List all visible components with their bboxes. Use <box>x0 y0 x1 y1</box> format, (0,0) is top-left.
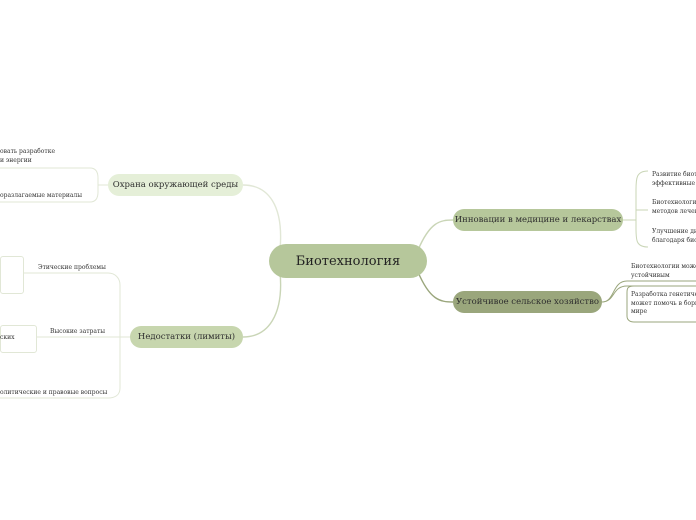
agriculture-item-2-line3: мире <box>631 308 648 315</box>
agriculture-item-1[interactable]: Биотехнологии может устойчивым <box>631 263 696 280</box>
link-innovations-items <box>635 170 649 248</box>
environment-item-1-line1: овать разработке <box>0 148 56 155</box>
innovation-item-2-line1: Биотехнологии <box>652 199 696 206</box>
environment-item-1[interactable]: овать разработке и энергии <box>0 148 55 165</box>
branch-environment[interactable]: Охрана окружающей среды <box>108 174 243 196</box>
link-agriculture-item2 <box>601 285 696 303</box>
innovation-item-1[interactable]: Развитие биоте эффективные л <box>652 171 696 188</box>
link-central-limits <box>242 271 282 338</box>
innovation-item-1-line2: эффективные л <box>652 179 696 187</box>
environment-item-1-line2: и энергии <box>0 156 32 164</box>
limits-political[interactable]: олитические и правовые вопросы <box>0 389 108 396</box>
link-agriculture-item2-box <box>626 285 696 323</box>
innovation-item-2[interactable]: Биотехнологии методов лечени <box>652 199 696 216</box>
link-limits-political <box>0 337 121 399</box>
agriculture-item-2[interactable]: Разработка генетичес может помочь в борь… <box>631 291 696 317</box>
agriculture-item-2-line2: может помочь в борь <box>631 299 696 307</box>
innovation-item-2-line2: методов лечени <box>652 207 696 215</box>
agriculture-item-2-line1: Разработка генетичес <box>631 291 696 298</box>
innovation-item-3-line2: благодаря биот <box>652 236 696 244</box>
link-central-environment <box>242 184 282 251</box>
agriculture-item-1-line1: Биотехнологии может <box>631 263 696 270</box>
link-central-agriculture <box>417 271 454 303</box>
innovation-item-3-line1: Улучшение ди <box>652 228 696 235</box>
limits-costs-box[interactable] <box>0 325 37 353</box>
innovation-item-1-line1: Развитие биоте <box>652 171 696 178</box>
branch-limits[interactable]: Недостатки (лимиты) <box>130 326 243 348</box>
limits-costs-item[interactable]: ских <box>0 334 15 341</box>
environment-item-2-line1: оразлагаемые материалы <box>0 192 82 199</box>
link-limits-ethics <box>24 272 121 337</box>
link-environment-item1 <box>0 167 99 203</box>
central-topic[interactable]: Биотехнология <box>269 244 427 278</box>
innovation-item-3[interactable]: Улучшение ди благодаря биот <box>652 228 696 245</box>
limits-ethics-box[interactable] <box>0 256 24 294</box>
link-central-innovations <box>417 219 454 251</box>
environment-item-2[interactable]: оразлагаемые материалы <box>0 192 82 201</box>
limits-costs[interactable]: Высокие затраты <box>50 328 106 335</box>
limits-ethics[interactable]: Этические проблемы <box>38 264 106 271</box>
branch-agriculture[interactable]: Устойчивое сельское хозяйство <box>453 291 602 313</box>
branch-innovations[interactable]: Инновации в медицине и лекарствах <box>453 209 623 231</box>
agriculture-item-1-line2: устойчивым <box>631 271 670 279</box>
